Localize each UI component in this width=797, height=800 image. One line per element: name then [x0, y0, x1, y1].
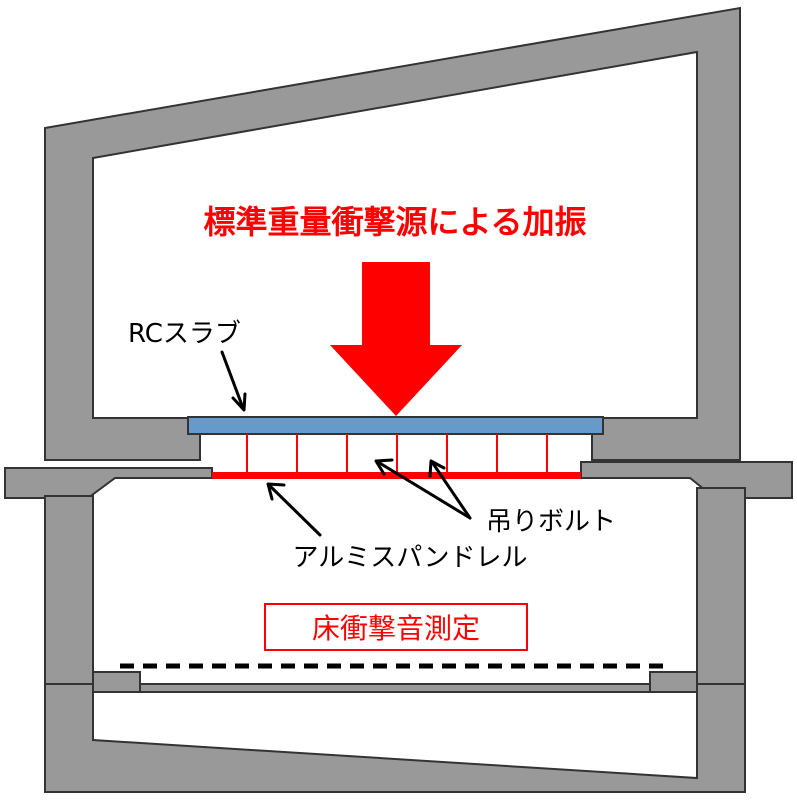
- aluminum-spandrel-panel: [212, 472, 581, 479]
- leader-arrows: [220, 350, 472, 537]
- middle-floor-structure-right: [580, 461, 793, 499]
- hanging-bolt-label: 吊りボルト: [486, 507, 616, 537]
- bolt-leader-2: [430, 460, 472, 520]
- rc-slab-label: RCスラブ: [128, 319, 241, 349]
- excitation-arrow: [330, 262, 462, 416]
- excitation-label: 標準重量衝撃源による加振: [203, 203, 586, 241]
- aluminum-panel-label: アルミスパンドレル: [292, 543, 527, 573]
- rc-slab-leader: [220, 350, 245, 410]
- measurement-label: 床衝撃音測定: [312, 612, 480, 645]
- lower-room-floor-notch-left: [92, 671, 141, 693]
- panel-leader: [268, 484, 322, 537]
- hanging-bolts: [246, 434, 548, 472]
- bolt-leader-1: [376, 460, 472, 520]
- lower-room-floor-notch-right: [649, 671, 698, 693]
- measurement-label-box: [264, 603, 528, 651]
- middle-floor-structure: [4, 467, 213, 499]
- rc-slab: [187, 416, 604, 435]
- lower-room-floor: [44, 683, 746, 793]
